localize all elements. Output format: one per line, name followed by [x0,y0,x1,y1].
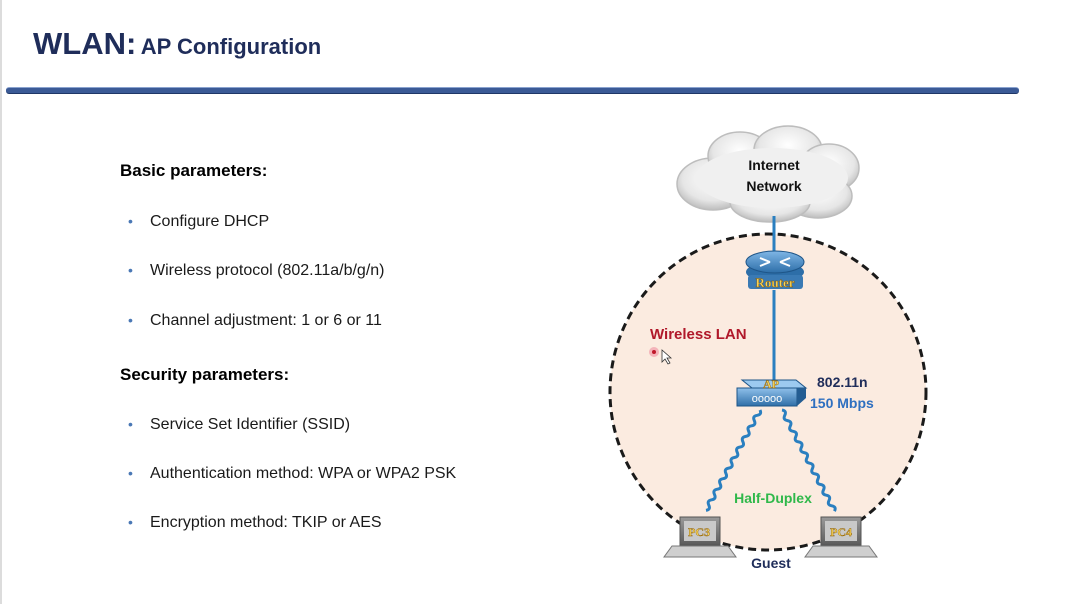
security-item-encryption: • Encryption method: TKIP or AES [128,514,382,532]
ap-label: AP [763,377,779,391]
bullet-text: Wireless protocol (802.11a/b/g/n) [150,262,385,279]
wireless-link-pc3 [705,409,763,512]
title-main: WLAN: [33,26,137,61]
basic-item-protocol: • Wireless protocol (802.11a/b/g/n) [128,262,384,280]
router-icon [745,250,805,289]
slide-left-edge [0,0,2,604]
wireless-standard-label: 802.11n [817,374,868,390]
bullet-icon: • [128,262,133,278]
bullet-text: Encryption method: TKIP or AES [150,514,382,531]
bullet-icon: • [128,213,133,229]
cloud-label-line1: Internet [748,157,800,173]
laptop-pc3-icon [663,516,737,558]
cloud-label-line2: Network [746,178,801,194]
security-item-ssid: • Service Set Identifier (SSID) [128,416,350,434]
pc4-label: PC4 [830,525,852,539]
access-point-icon: ooooo [736,379,808,407]
security-item-authentication: • Authentication method: WPA or WPA2 PSK [128,465,456,483]
basic-parameters-heading: Basic parameters: [120,161,268,180]
bullet-text: Channel adjustment: 1 or 6 or 11 [150,312,382,329]
title-sub: AP Configuration [140,34,322,59]
security-parameters-heading: Security parameters: [120,365,290,384]
slide-title: WLAN: AP Configuration [33,26,321,62]
guest-label: Guest [751,555,791,571]
bullet-text: Service Set Identifier (SSID) [150,416,351,433]
internet-cloud-icon [676,125,860,223]
bullet-icon: • [128,465,133,481]
pc3-label: PC3 [688,525,710,539]
svg-text:ooooo: ooooo [752,393,783,405]
basic-item-channel: • Channel adjustment: 1 or 6 or 11 [128,312,382,330]
basic-item-dhcp: • Configure DHCP [128,213,269,231]
wireless-link-pc4 [781,408,837,512]
wireless-links [705,408,837,512]
half-duplex-label: Half-Duplex [734,490,812,506]
bullet-icon: • [128,312,133,328]
title-divider [6,87,1019,94]
bullet-text: Authentication method: WPA or WPA2 PSK [150,465,457,482]
mouse-pointer-icon [649,347,673,365]
bullet-icon: • [128,416,133,432]
wireless-speed-label: 150 Mbps [810,395,874,411]
wireless-lan-label: Wireless LAN [650,326,747,343]
bullet-text: Configure DHCP [150,213,270,230]
laptop-pc4-icon [804,516,878,558]
router-label: Router [756,275,795,290]
bullet-icon: • [128,514,133,530]
